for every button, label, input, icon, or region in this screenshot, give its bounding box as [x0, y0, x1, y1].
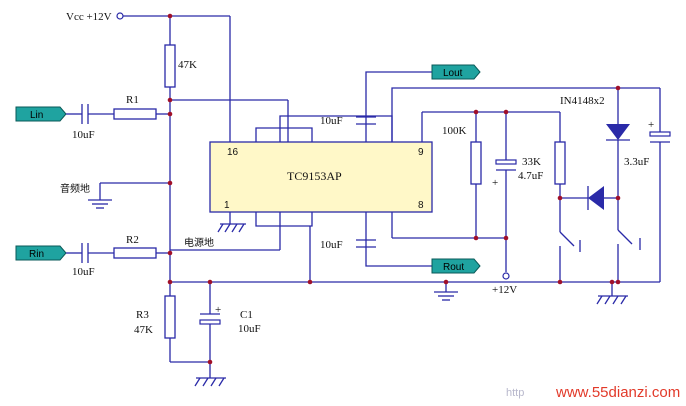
resistor-47k-top — [164, 44, 176, 88]
junction — [557, 279, 563, 285]
bottom-gnd-hatch2 — [202, 377, 209, 387]
cap-c1-plus: + — [215, 304, 221, 316]
pin-9-label: 9 — [418, 147, 424, 158]
switch-1 — [559, 231, 575, 247]
pin-16-label: 16 — [227, 147, 239, 158]
cap-33u-plus: + — [648, 119, 654, 131]
plus12-label: +12V — [492, 284, 517, 296]
ic-tc9153ap — [209, 141, 433, 213]
junction — [473, 109, 479, 115]
resistor-47k-top-label: 47K — [178, 59, 197, 71]
port-lin-label: Lin — [30, 110, 43, 121]
junction — [207, 279, 213, 285]
junction — [167, 97, 173, 103]
bottom-gnd-hatch3 — [210, 377, 217, 387]
cap-c1-plate2 — [199, 319, 221, 325]
port-rin — [15, 245, 67, 261]
pin1-gnd-hatch2 — [224, 223, 231, 233]
bottom-gnd-hatch4 — [218, 377, 225, 387]
port-lout-label: Lout — [443, 68, 463, 79]
wire-pin9-rail — [391, 87, 660, 142]
audio-gnd-label: 音频地 — [60, 182, 90, 195]
cap-rout-label: 10uF — [320, 239, 343, 251]
junction — [557, 195, 563, 201]
wire-lout — [365, 71, 432, 142]
cap-47u-plus: + — [492, 177, 498, 189]
junction — [167, 250, 173, 256]
junction — [443, 279, 449, 285]
junction — [609, 279, 615, 285]
ic-bottom-stub-left — [255, 212, 313, 227]
port-rout — [431, 258, 481, 274]
port-lout — [431, 64, 481, 80]
resistor-r1-label: R1 — [126, 94, 139, 106]
bottom-gnd-hatch1 — [194, 377, 201, 387]
pin1-gnd-hatch1 — [217, 223, 224, 233]
pin-8-label: 8 — [418, 200, 424, 211]
cap-c1-label: C1 — [240, 309, 253, 321]
cap-lin-label: 10uF — [72, 129, 95, 141]
junction — [167, 279, 173, 285]
junction — [167, 111, 173, 117]
junction — [167, 180, 173, 186]
junction — [473, 235, 479, 241]
watermark-prefix: http — [506, 387, 524, 399]
cap-c1-value: 10uF — [238, 323, 261, 335]
ic-top-stub-left — [255, 127, 313, 142]
pin1-gnd-hatch4 — [238, 223, 245, 233]
junction — [615, 195, 621, 201]
right-gnd-hatch3 — [612, 295, 619, 305]
junction — [307, 279, 313, 285]
ic-label: TC9153AP — [287, 169, 342, 183]
right-gnd-hatch4 — [620, 295, 627, 305]
resistor-r2 — [113, 247, 157, 259]
cap-33u-plate1 — [649, 131, 671, 137]
diode-v — [606, 124, 630, 140]
switch-2 — [617, 229, 633, 245]
resistor-r3-label: R3 — [136, 309, 149, 321]
right-gnd-hatch2 — [604, 295, 611, 305]
watermark-site: www.55dianzi.com — [555, 384, 680, 401]
cap-47u-plate1 — [495, 159, 517, 165]
resistor-33k-label: 33K — [522, 156, 541, 168]
resistor-100k-label: 100K — [442, 125, 467, 137]
cap-33u-label: 3.3uF — [624, 156, 649, 168]
junction — [503, 109, 509, 115]
resistor-r3 — [164, 295, 176, 339]
junction — [207, 359, 213, 365]
diode-h — [588, 186, 604, 210]
cap-lout-label: 10uF — [320, 115, 343, 127]
junction — [615, 85, 621, 91]
resistor-r3-value: 47K — [134, 324, 153, 336]
wire-rout — [365, 212, 432, 267]
right-gnd-hatch1 — [596, 295, 603, 305]
resistor-r2-label: R2 — [126, 234, 139, 246]
pin-1-label: 1 — [224, 200, 230, 211]
vcc-terminal — [116, 12, 124, 20]
vcc-label: Vcc +12V — [66, 11, 112, 23]
pin1-gnd-hatch3 — [231, 223, 238, 233]
resistor-100k — [470, 141, 482, 185]
cap-rin-label: 10uF — [72, 266, 95, 278]
cap-47u-label: 4.7uF — [518, 170, 543, 182]
junction — [167, 13, 173, 19]
junction — [503, 235, 509, 241]
diodes-label: IN4148x2 — [560, 95, 605, 107]
port-rin-label: Rin — [29, 249, 44, 260]
resistor-r1 — [113, 108, 157, 120]
plus12-terminal — [502, 272, 510, 280]
port-rout-label: Rout — [443, 262, 464, 273]
port-lin — [15, 106, 67, 122]
junction — [615, 279, 621, 285]
resistor-33k — [554, 141, 566, 185]
power-gnd-label: 电源地 — [184, 236, 214, 249]
